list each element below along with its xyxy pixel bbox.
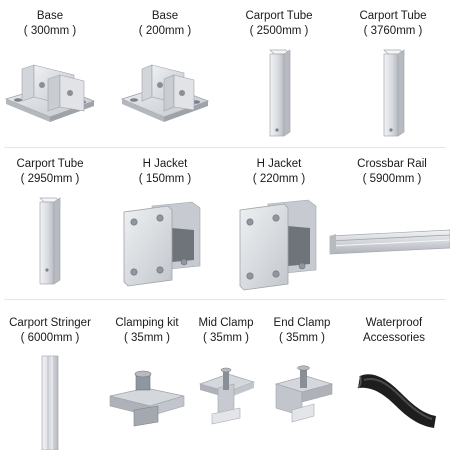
product-name: Mid Clamp xyxy=(198,317,254,329)
product-name: H Jacket xyxy=(256,158,302,170)
stringer-icon xyxy=(41,355,59,450)
square-tube-icon xyxy=(383,49,405,137)
product-size: ( 2950mm ) xyxy=(20,173,80,185)
product-name: Base xyxy=(151,10,179,22)
product-size: ( 5900mm ) xyxy=(362,173,422,185)
product-card-waterproof-accessories: Waterproof Accessories xyxy=(344,300,444,450)
product-name: Carport Tube xyxy=(359,10,427,22)
product-card-carport-tube-2500: Carport Tube ( 2500mm ) xyxy=(230,0,328,145)
product-label: End Clamp ( 35mm ) xyxy=(264,316,340,346)
product-size: ( 200mm ) xyxy=(138,25,192,37)
product-name: Clamping kit xyxy=(115,317,179,329)
product-name: End Clamp xyxy=(273,317,331,329)
product-name: H Jacket xyxy=(142,158,188,170)
product-label: Base ( 200mm ) xyxy=(110,9,220,39)
product-label: Carport Stringer ( 6000mm ) xyxy=(0,316,100,346)
product-card-carport-tube-3760: Carport Tube ( 3760mm ) xyxy=(340,0,446,145)
product-size: ( 300mm ) xyxy=(23,25,77,37)
product-size: ( 220mm ) xyxy=(252,173,306,185)
product-size: ( 35mm ) xyxy=(124,332,170,344)
product-name: Crossbar Rail xyxy=(357,158,427,170)
h-jacket-icon xyxy=(123,201,201,287)
product-name: Base xyxy=(36,10,64,22)
product-name: Carport Tube xyxy=(16,158,84,170)
product-card-mid-clamp-35: Mid Clamp ( 35mm ) xyxy=(190,300,262,450)
product-card-h-jacket-150: H Jacket ( 150mm ) xyxy=(110,148,220,296)
product-card-crossbar-rail-5900: Crossbar Rail ( 5900mm ) xyxy=(329,148,450,296)
product-card-base-200: Base ( 200mm ) xyxy=(110,0,220,145)
product-label: Base ( 300mm ) xyxy=(0,9,100,39)
product-size: ( 6000mm ) xyxy=(20,332,80,344)
product-label: H Jacket ( 150mm ) xyxy=(110,157,220,187)
product-label: Carport Tube ( 2950mm ) xyxy=(0,157,100,187)
h-jacket-icon xyxy=(239,199,317,291)
product-card-h-jacket-220: H Jacket ( 220mm ) xyxy=(230,148,328,296)
mid-clamp-icon xyxy=(198,367,256,425)
product-label: Crossbar Rail ( 5900mm ) xyxy=(334,157,450,187)
product-label: H Jacket ( 220mm ) xyxy=(230,157,328,187)
product-label: Carport Tube ( 2500mm ) xyxy=(230,9,328,39)
product-label: Carport Tube ( 3760mm ) xyxy=(340,9,446,39)
rail-icon xyxy=(329,229,450,255)
product-card-base-300: Base ( 300mm ) xyxy=(0,0,100,145)
product-label: Waterproof Accessories xyxy=(344,316,444,346)
product-name: Waterproof xyxy=(365,317,423,329)
base-bracket-icon xyxy=(4,64,96,122)
product-card-carport-tube-2950: Carport Tube ( 2950mm ) xyxy=(0,148,100,296)
product-label: Mid Clamp ( 35mm ) xyxy=(190,316,262,346)
row-divider xyxy=(4,299,446,300)
product-name: Carport Stringer xyxy=(9,317,91,329)
product-size: ( 150mm ) xyxy=(138,173,192,185)
product-size: Accessories xyxy=(363,332,425,344)
product-card-clamping-kit-35: Clamping kit ( 35mm ) xyxy=(104,300,190,450)
end-clamp-icon xyxy=(274,365,334,423)
row-divider xyxy=(4,147,446,148)
product-size: ( 2500mm ) xyxy=(249,25,309,37)
rubber-seal-icon xyxy=(357,374,436,428)
product-card-carport-stringer-6000: Carport Stringer ( 6000mm ) xyxy=(0,300,100,450)
square-tube-icon xyxy=(39,197,61,285)
clamp-kit-icon xyxy=(109,370,185,427)
product-label: Clamping kit ( 35mm ) xyxy=(104,316,190,346)
base-bracket-icon xyxy=(120,64,210,122)
product-size: ( 35mm ) xyxy=(203,332,249,344)
product-size: ( 3760mm ) xyxy=(363,25,423,37)
product-name: Carport Tube xyxy=(245,10,313,22)
square-tube-icon xyxy=(269,49,291,137)
product-card-end-clamp-35: End Clamp ( 35mm ) xyxy=(264,300,340,450)
product-size: ( 35mm ) xyxy=(279,332,325,344)
